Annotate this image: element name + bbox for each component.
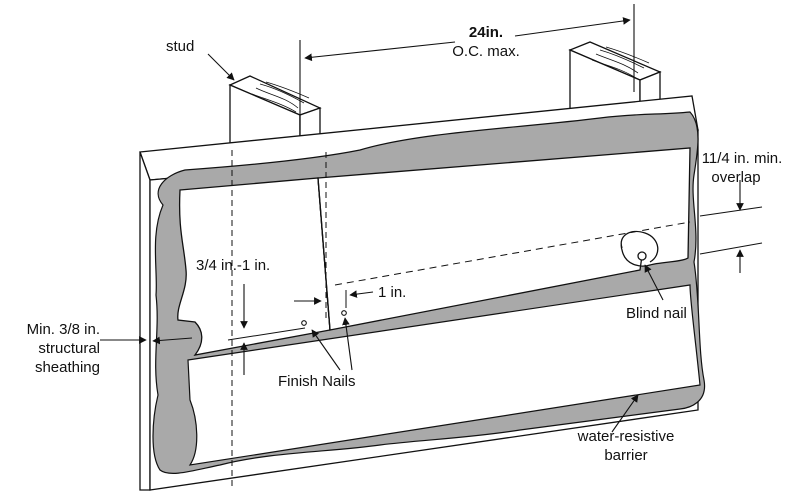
label-sheathing-line2: structural [38, 340, 100, 357]
label-blind-nail: Blind nail [626, 305, 687, 322]
label-finish-nails: Finish Nails [278, 373, 356, 390]
label-spacing-note: O.C. max. [452, 43, 520, 60]
blind-nail-notch [620, 230, 659, 263]
label-sheathing-line1: Min. 3/8 in. [27, 321, 100, 338]
label-edge-distance: 1 in. [378, 284, 406, 301]
finish-nail-right [341, 310, 347, 316]
label-overlap-line1: 11/4 in. min. [702, 150, 783, 167]
overlap-line [334, 221, 691, 286]
label-overlap-line2: overlap [711, 169, 760, 186]
label-barrier-line2: barrier [604, 447, 647, 464]
label-nail-range: 3/4 in.-1 in. [196, 257, 270, 274]
siding-panel-lower [187, 284, 701, 466]
label-sheathing-line3: sheathing [35, 359, 100, 376]
label-stud: stud [166, 38, 194, 55]
finish-nail-left [301, 320, 307, 326]
siding-board-left [177, 177, 331, 356]
label-barrier-line1: water-resistive [577, 428, 675, 445]
label-spacing-value: 24in. [469, 24, 503, 41]
